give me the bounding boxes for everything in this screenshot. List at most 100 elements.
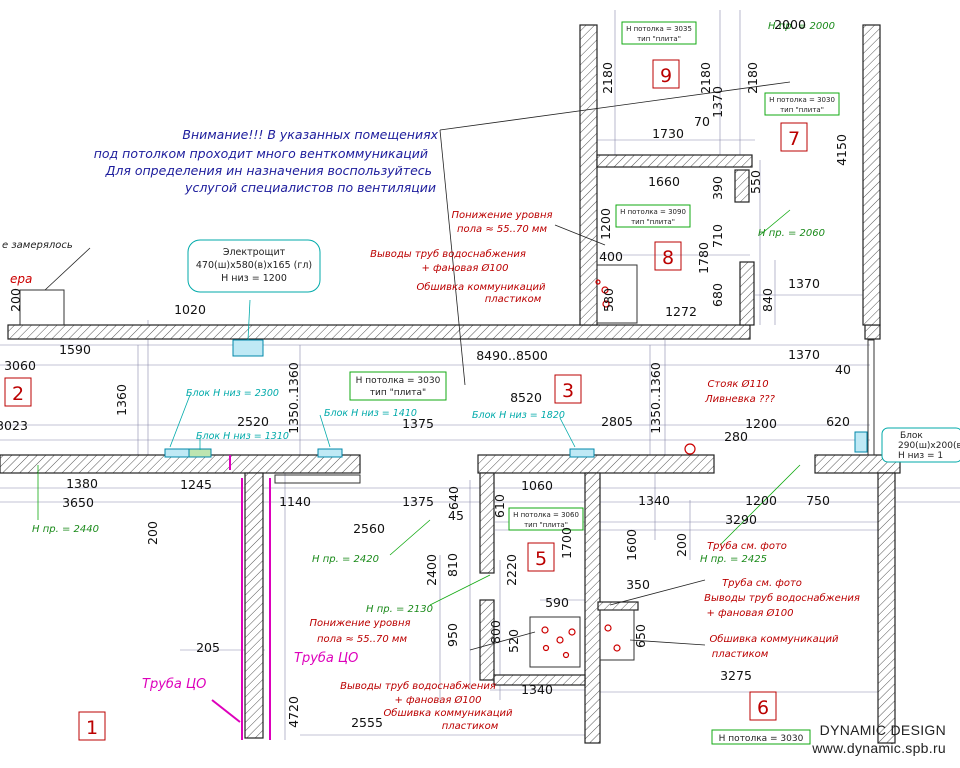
ceiling-label: Н потолка = 3090 <box>620 208 686 216</box>
dimension-label: 1370 <box>788 347 820 362</box>
dimension-label: 1660 <box>648 174 680 189</box>
dimension-label: 200 <box>145 521 160 545</box>
note: Обшивка коммуникаций <box>383 707 513 719</box>
dimension-label: 1590 <box>59 342 91 357</box>
dimension-label: 810 <box>445 553 460 577</box>
dimension-label: 3650 <box>62 495 94 510</box>
walls <box>0 24 901 744</box>
dimension-label: 2520 <box>237 414 269 429</box>
dimension-label: 1350..1360 <box>648 362 663 434</box>
pipe-label: Труба ЦО <box>294 651 358 666</box>
ceiling-label: тип "плита" <box>637 35 681 43</box>
notice-line: Внимание!!! В указанных помещениях <box>182 127 438 142</box>
block-label: Блок Н низ = 1410 <box>324 408 417 419</box>
dimension-label: 350 <box>626 577 650 592</box>
dimension-label: 1245 <box>180 477 212 492</box>
dimension-label: 3023 <box>0 418 28 433</box>
block-leaders <box>169 299 576 450</box>
block-callout-right: Блок 290(ш)х200(в) Н низ = 1 <box>881 427 960 463</box>
dimension-label: 800 <box>488 620 503 644</box>
dimension-label: 1200 <box>745 493 777 508</box>
room-number: 5 <box>535 548 547 570</box>
dimension-label: 400 <box>599 249 623 264</box>
note: Труба см. фото <box>707 540 787 552</box>
dimension-label: 1600 <box>624 529 639 561</box>
note: Ливневка ??? <box>704 394 775 405</box>
block-line: Блок <box>900 431 923 441</box>
note: Выводы труб водоснабжения <box>370 248 526 260</box>
note: Обшивка коммуникаций <box>416 281 546 293</box>
block-label: Блок Н низ = 1310 <box>196 431 289 442</box>
dimension-label: 70 <box>694 114 710 129</box>
watermark-url: www.dynamic.spb.ru <box>812 740 946 756</box>
note: Стояк Ø110 <box>707 378 768 390</box>
dimension-label: 200 <box>8 288 23 312</box>
pipe-markers <box>541 279 696 659</box>
dimension-label: 2000 <box>774 17 806 32</box>
note: + фановая Ø100 <box>421 262 508 274</box>
ceiling-label: тип "плита" <box>631 218 675 226</box>
room-numbers: 9 7 8 2 3 5 1 6 <box>4 59 808 741</box>
dimension-label: 1375 <box>402 416 434 431</box>
dimension-label: 520 <box>506 629 521 653</box>
dimension-label: 640 <box>446 486 461 510</box>
opening-label: Н пр. = 2000 <box>768 21 835 32</box>
ceiling-label: Н потолка = 3030 <box>356 376 441 386</box>
dimension-label: 620 <box>826 414 850 429</box>
ceiling-label: Н потолка = 3030 <box>769 96 835 104</box>
dimension-label: 390 <box>710 176 725 200</box>
dimension-label: 950 <box>445 623 460 647</box>
ventilation-notice: Внимание!!! В указанных помещениях под п… <box>94 127 439 195</box>
note: пластиком <box>442 721 499 732</box>
dimension-label: 2400 <box>424 554 439 586</box>
dimension-label: 8490..8500 <box>476 348 548 363</box>
note: ера <box>10 272 32 286</box>
dimension-label: 2180 <box>745 62 760 94</box>
dimension-label: 590 <box>545 595 569 610</box>
dimension-label: 1380 <box>66 476 98 491</box>
dimension-label: 1060 <box>521 478 553 493</box>
room-number: 7 <box>788 128 800 150</box>
dimension-label: 750 <box>806 493 830 508</box>
dimension-label: 1340 <box>638 493 670 508</box>
panel-line: Электрощит <box>223 247 286 258</box>
dimension-label: 280 <box>724 429 748 444</box>
dimension-label: 2180 <box>698 62 713 94</box>
dimension-label: 8520 <box>510 390 542 405</box>
dimension-label: 1370 <box>788 276 820 291</box>
notice-line: услугой специалистов по вентиляции <box>184 180 436 195</box>
dimension-label: 1200 <box>598 208 613 240</box>
dimension-label: 1370 <box>710 86 725 118</box>
watermark-title: DYNAMIC DESIGN <box>819 722 946 738</box>
dimension-label: 840 <box>760 288 775 312</box>
dimension-label: 1730 <box>652 126 684 141</box>
dimension-label: 2180 <box>600 62 615 94</box>
pipe-label: Труба ЦО <box>142 677 206 692</box>
block-line: 290(ш)х200(в) <box>898 441 960 451</box>
room-number: 6 <box>757 697 769 719</box>
dimension-label: 1780 <box>696 242 711 274</box>
dimension-label: 3290 <box>725 512 757 527</box>
opening-leaders <box>37 209 801 606</box>
room-number: 8 <box>662 247 674 269</box>
vent-blocks <box>164 339 868 458</box>
dimension-label: 1700 <box>559 527 574 559</box>
dimension-label: 200 <box>674 533 689 557</box>
leader-lines <box>44 81 791 651</box>
dimension-label: 680 <box>710 283 725 307</box>
heating-pipe <box>211 455 271 740</box>
ceiling-label: Н потолка = 3035 <box>626 25 692 33</box>
dimension-label: 3275 <box>720 668 752 683</box>
dimension-label: 2805 <box>601 414 633 429</box>
dimension-label: 4150 <box>834 134 849 166</box>
dimension-label: 1350..1360 <box>286 362 301 434</box>
opening-label: Н пр. = 2425 <box>700 554 767 565</box>
opening-label: Н пр. = 2420 <box>312 554 379 565</box>
note: Понижение уровня <box>309 618 410 629</box>
dimension-label: 3060 <box>4 358 36 373</box>
block-labels: Блок Н низ = 2300 Блок Н низ = 1310 Блок… <box>186 388 565 442</box>
block-label: Блок Н низ = 1820 <box>472 410 565 421</box>
room-number: 2 <box>12 383 24 405</box>
ceiling-label: тип "плита" <box>524 521 568 529</box>
dimension-label: 2555 <box>351 715 383 730</box>
